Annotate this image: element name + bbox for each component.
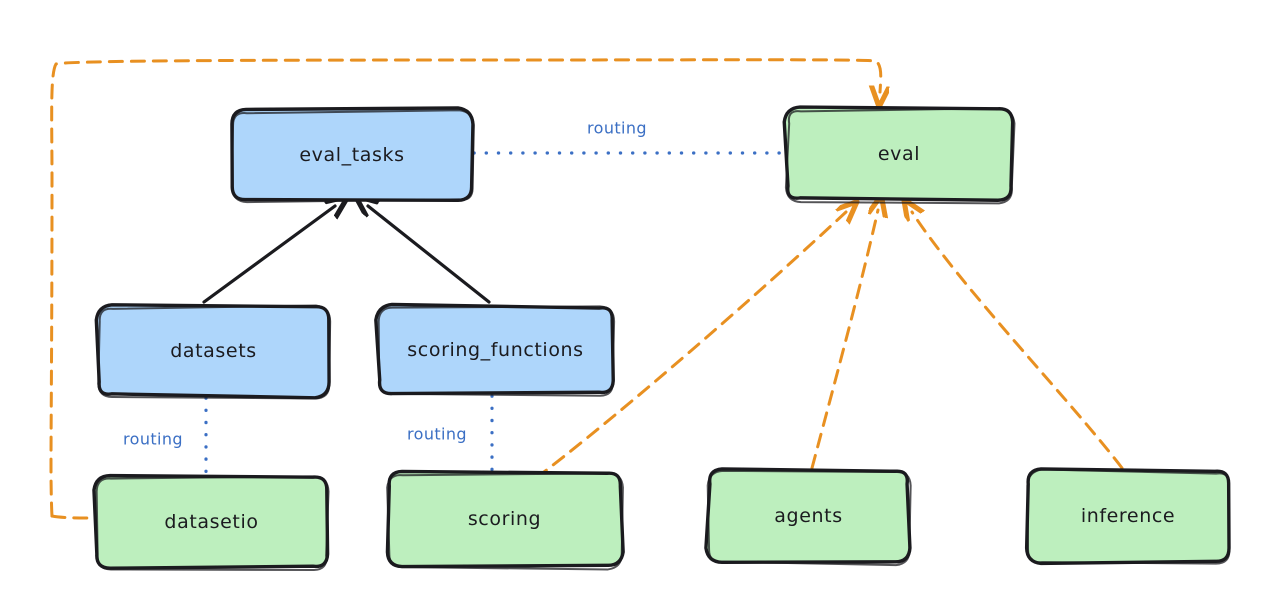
- node-shape: [92, 473, 330, 570]
- node-shape-sketch-overlay: [706, 469, 912, 567]
- node-datasets[interactable]: [94, 303, 332, 400]
- node-shape-sketch-overlay: [377, 305, 616, 397]
- node-shape-sketch-overlay: [97, 304, 332, 400]
- edge-scoring-eval: [534, 212, 846, 480]
- node-shape-sketch-overlay: [230, 109, 475, 204]
- node-eval[interactable]: [782, 105, 1016, 205]
- edge-scoring-functions-eval-tasks: [368, 206, 491, 304]
- node-shape-sketch-overlay: [1026, 468, 1231, 565]
- nodes-layer: [92, 105, 1231, 571]
- edge-inference-eval: [912, 212, 1124, 470]
- node-shape-sketch-overlay: [386, 472, 624, 571]
- node-datasetio[interactable]: [92, 473, 330, 571]
- node-scoring[interactable]: [385, 469, 625, 571]
- node-shape: [374, 302, 615, 396]
- node-shape: [230, 106, 475, 203]
- node-eval_tasks[interactable]: [230, 106, 475, 204]
- node-shape-sketch-overlay: [784, 107, 1016, 205]
- edge-datasetio-eval: [49, 58, 881, 520]
- node-inference[interactable]: [1024, 467, 1231, 566]
- node-shape: [94, 303, 331, 400]
- edge-datasets-eval-tasks: [202, 206, 335, 304]
- node-shape: [782, 105, 1015, 202]
- node-shape: [385, 469, 625, 569]
- node-shape-sketch-overlay: [95, 475, 330, 571]
- node-agents[interactable]: [704, 467, 912, 567]
- node-shape: [704, 467, 912, 565]
- edge-agents-eval: [810, 210, 878, 470]
- node-scoring_functions[interactable]: [374, 302, 616, 397]
- node-shape: [1024, 467, 1231, 566]
